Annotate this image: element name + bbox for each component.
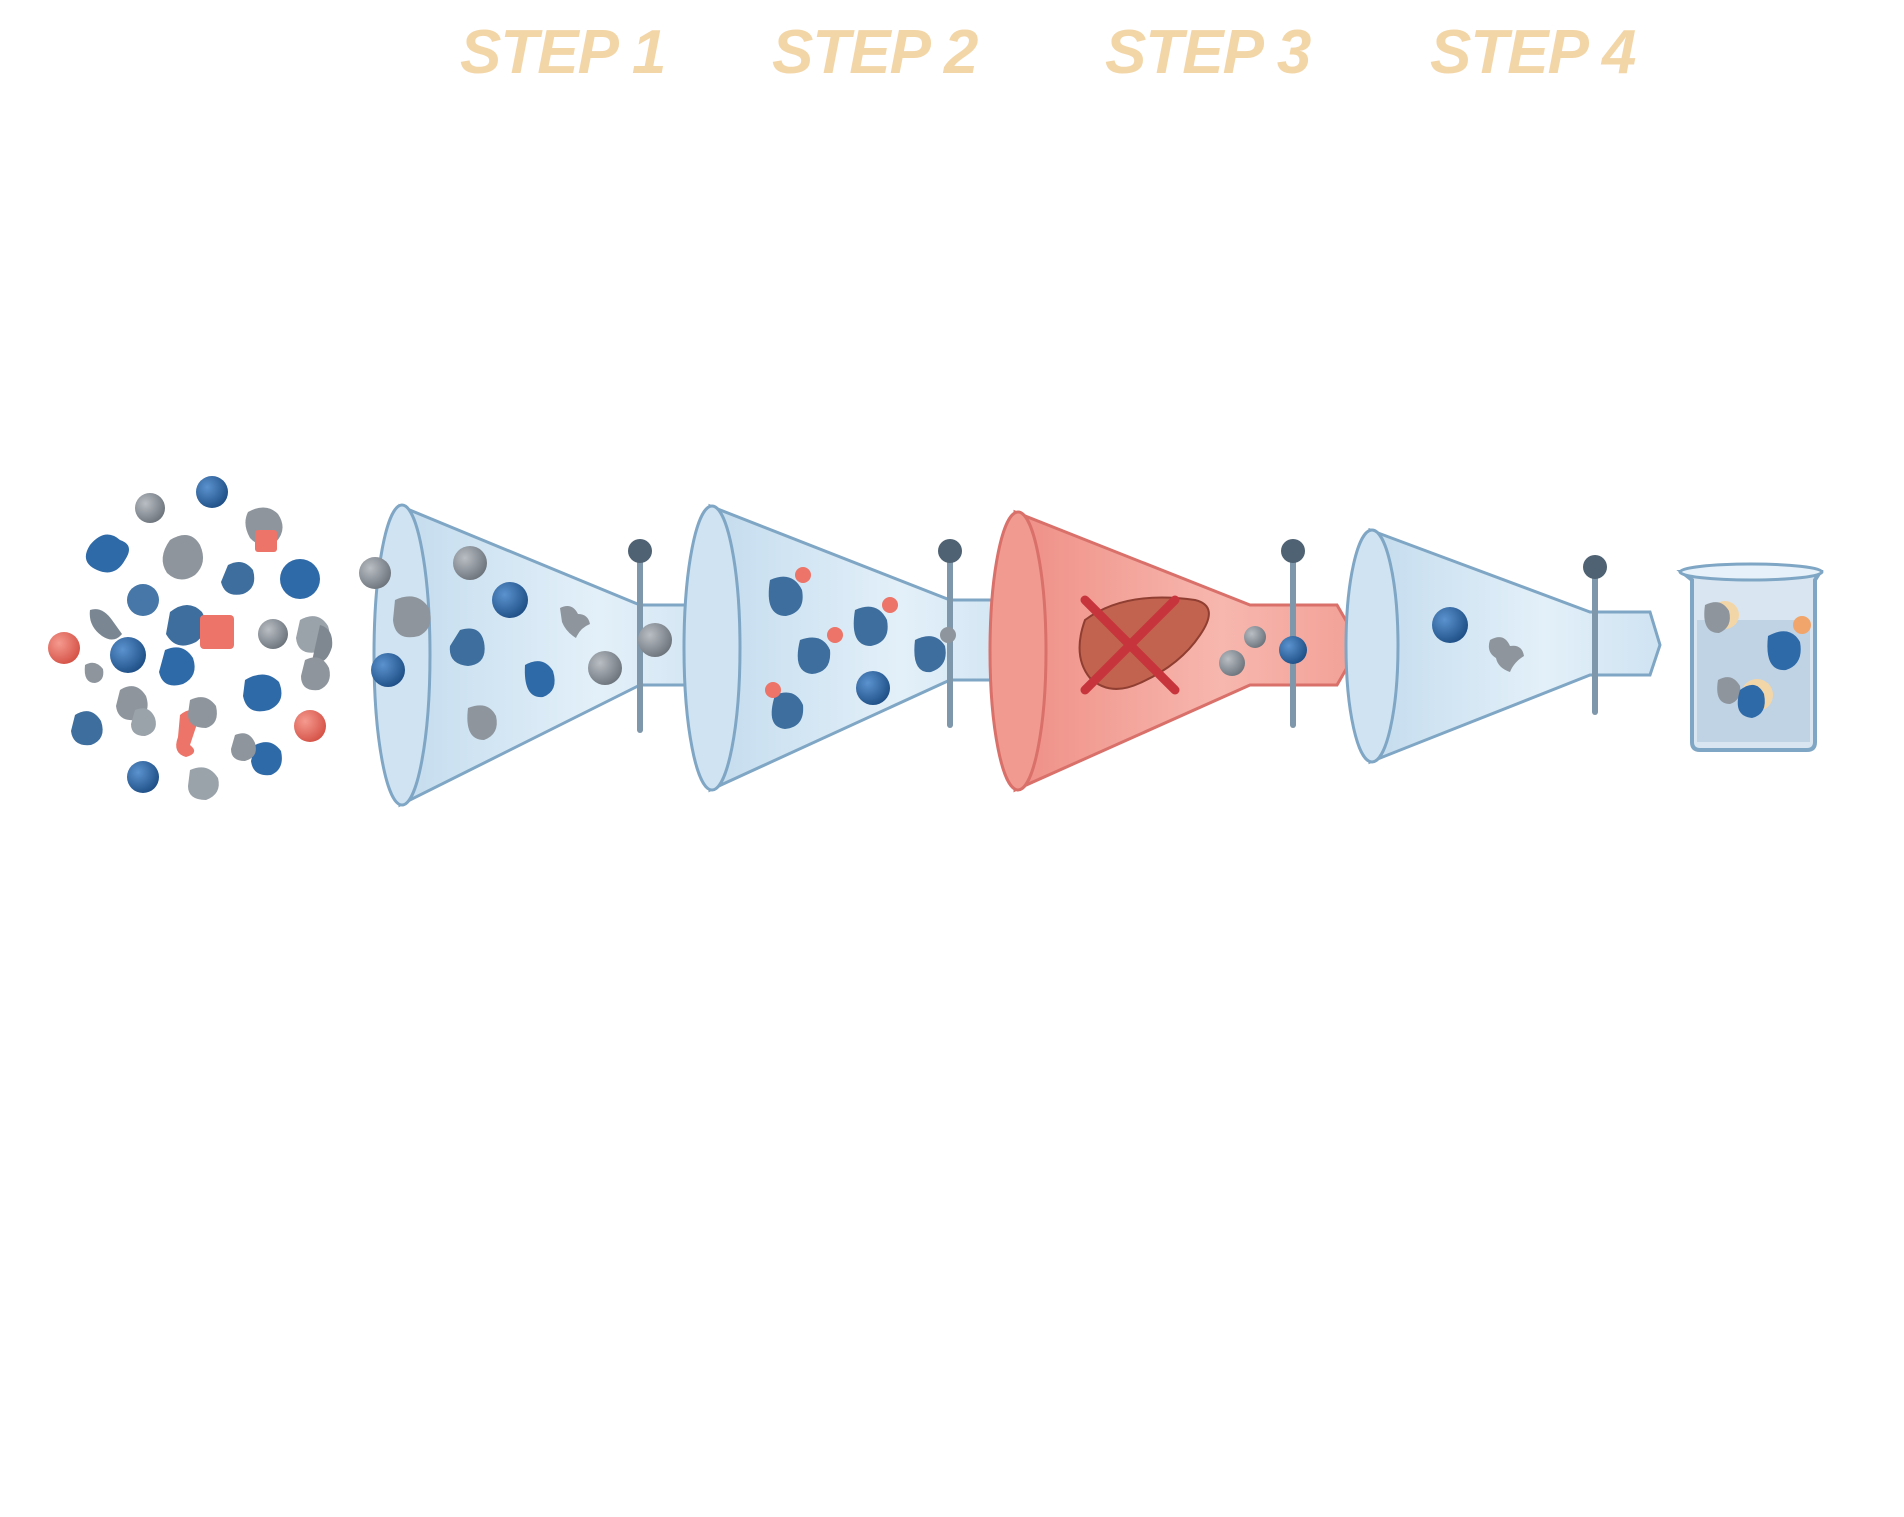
blue-blob (166, 605, 206, 646)
blue-sphere (280, 559, 320, 599)
blue-blob (768, 576, 803, 616)
clamp-knob (1281, 539, 1305, 563)
blue-blob (71, 711, 103, 746)
step-3-label: STEP 3 (1105, 18, 1311, 87)
blue-sphere (371, 653, 405, 687)
red-dot (795, 567, 811, 583)
red-dot (765, 682, 781, 698)
gray-blob (188, 767, 219, 800)
blue-blob (449, 628, 485, 666)
gray-sphere (1244, 626, 1266, 648)
blue-blob (89, 609, 122, 640)
gray-blob (312, 625, 333, 663)
blue-blob (771, 692, 804, 729)
blue-sphere (856, 671, 890, 705)
funnel-3 (988, 509, 1362, 793)
funnel-2 (682, 503, 1032, 793)
step-header: STEP 1 STEP 2 STEP 3 STEP 4 (0, 0, 1904, 120)
red-dot (882, 597, 898, 613)
gray-blob (188, 697, 217, 728)
blue-blob (85, 534, 129, 573)
gray-blob (467, 705, 497, 740)
clamp-knob (628, 539, 652, 563)
gray-blob (560, 606, 590, 638)
orange-dot (1793, 616, 1811, 634)
gray-blob (1488, 637, 1524, 672)
blue-sphere (127, 761, 159, 793)
gray-blob (162, 535, 204, 580)
red-cube (255, 530, 277, 552)
step-1-label: STEP 1 (460, 18, 666, 87)
clamp-knob (938, 539, 962, 563)
gray-blob (84, 662, 104, 683)
red-sphere (294, 710, 326, 742)
blue-sphere (1432, 607, 1468, 643)
blue-blob (524, 661, 555, 698)
gray-sphere (359, 557, 391, 589)
red-dot (827, 627, 843, 643)
molecule-mixture (48, 476, 333, 800)
blue-blob (914, 636, 946, 673)
blue-blob (1737, 684, 1765, 718)
blue-blob (159, 647, 195, 686)
beaker-icon (1676, 562, 1824, 752)
blue-blob (1767, 631, 1801, 671)
blue-sphere (196, 476, 228, 508)
blue-blob (797, 637, 831, 674)
blue-blob (243, 674, 282, 712)
gray-blob (231, 733, 256, 761)
gray-blob (1704, 602, 1730, 633)
clamp-knob (1583, 555, 1607, 579)
gray-dot (940, 627, 956, 643)
red-sphere (48, 632, 80, 664)
gray-sphere (1219, 650, 1245, 676)
blue-sphere (1279, 636, 1307, 664)
red-cube (200, 615, 234, 649)
blue-blob (221, 561, 255, 595)
step-4-label: STEP 4 (1430, 18, 1636, 87)
gray-blob (301, 657, 330, 691)
blue-blob (251, 742, 282, 776)
gray-blob (131, 708, 156, 736)
gray-sphere (135, 493, 165, 523)
gray-sphere (638, 623, 672, 657)
gray-sphere (453, 546, 487, 580)
step-2-label: STEP 2 (772, 18, 978, 87)
blue-sphere (110, 637, 146, 673)
blue-sphere (127, 584, 159, 616)
gray-sphere (588, 651, 622, 685)
gray-sphere (258, 619, 288, 649)
funnel-4 (1344, 527, 1662, 765)
blue-blob (853, 606, 888, 646)
gray-blob (393, 596, 431, 638)
gray-blob (1717, 677, 1741, 704)
funnel-1 (359, 503, 732, 808)
blue-sphere (492, 582, 528, 618)
